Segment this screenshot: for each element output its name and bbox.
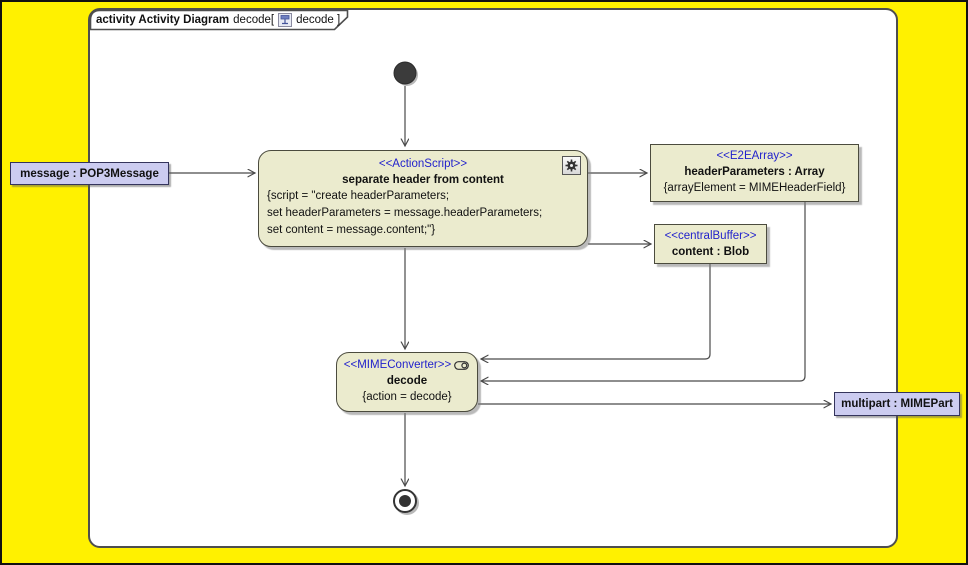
headerparameters-stereotype: <<E2EArray>>	[716, 150, 793, 162]
action-script-line: set content = message.content;"}	[267, 224, 436, 236]
decode-node[interactable]: <<MIMEConverter>> decode {action = decod…	[336, 352, 478, 412]
activity-frame[interactable]	[88, 8, 898, 548]
multipart-object-text: multipart : MIMEPart	[841, 398, 953, 410]
frame-title-name-post: decode ]	[296, 13, 341, 26]
headerparameters-constraint: {arrayElement = MIMEHeaderField}	[663, 182, 846, 194]
contentbuffer-node[interactable]: <<centralBuffer>> content : Blob	[654, 224, 767, 264]
multipart-object-label[interactable]: multipart : MIMEPart	[834, 392, 960, 416]
frame-title-name-pre: decode[	[233, 13, 275, 26]
contentbuffer-name: content : Blob	[671, 246, 750, 258]
action-node-separate-header[interactable]: <<ActionScript>> separate header from co…	[258, 150, 588, 247]
decode-name: decode	[386, 375, 428, 387]
frame-title-keyword: activity Activity Diagram	[96, 13, 230, 26]
decode-stereotype: <<MIMEConverter>>	[343, 359, 452, 371]
decode-constraint: {action = decode}	[362, 391, 452, 403]
gear-icon	[562, 156, 581, 175]
action-script-line: {script = "create headerParameters;	[267, 190, 450, 202]
message-object-text: message : POP3Message	[20, 167, 159, 180]
headerparameters-node[interactable]: <<E2EArray>> headerParameters : Array {a…	[650, 144, 859, 202]
diagram-icon	[278, 12, 293, 27]
contentbuffer-stereotype: <<centralBuffer>>	[664, 230, 757, 242]
message-object-label[interactable]: message : POP3Message	[10, 162, 169, 185]
headerparameters-name: headerParameters : Array	[684, 166, 825, 178]
toggle-icon	[454, 360, 470, 370]
action-script-line: set headerParameters = message.headerPar…	[267, 207, 543, 219]
action-stereotype: <<ActionScript>>	[378, 158, 468, 170]
frame-title: activity Activity Diagram decode[ decode…	[96, 11, 340, 28]
action-name: separate header from content	[342, 174, 504, 186]
